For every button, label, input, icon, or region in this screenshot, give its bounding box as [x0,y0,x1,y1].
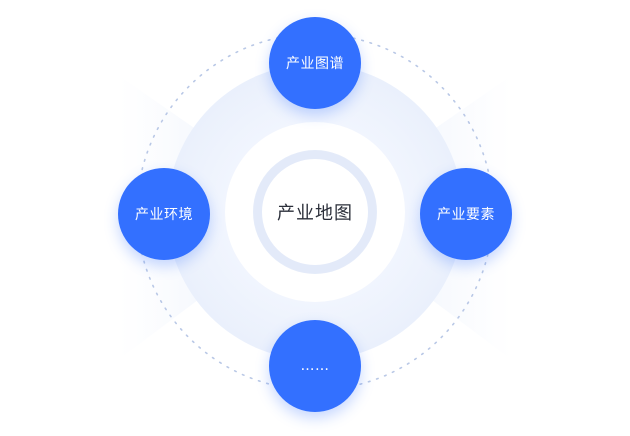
node-label: 产业图谱 [286,56,344,72]
node-industry-elements[interactable]: 产业要素 [420,168,512,260]
center-hub: 产业地图 [254,151,376,273]
node-label: 产业要素 [437,207,495,223]
node-label: 产业环境 [135,207,193,223]
node-more[interactable]: …… [269,320,361,412]
node-label: …… [300,358,330,374]
center-label: 产业地图 [277,203,353,224]
node-industry-graph[interactable]: 产业图谱 [269,17,361,109]
node-industry-environment[interactable]: 产业环境 [118,168,210,260]
